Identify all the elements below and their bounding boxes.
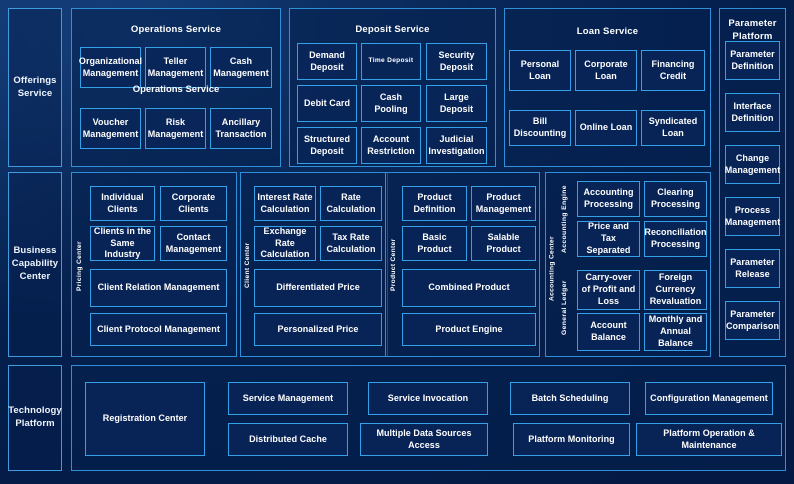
panel-title-parameter-platform-line2: Platform <box>732 31 773 42</box>
panel-title-operations-service: Operations Service <box>130 24 222 35</box>
cell-client-relation-management[interactable]: Client Relation Management <box>90 269 227 307</box>
business-label-line2: Capability <box>11 258 59 270</box>
cell-accounting-processing[interactable]: Accounting Processing <box>577 181 640 217</box>
panel-title-deposit-service: Deposit Service <box>355 24 430 35</box>
cell-clearing-processing[interactable]: Clearing Processing <box>644 181 707 217</box>
cell-debit-card[interactable]: Debit Card <box>297 85 357 122</box>
vlabel-pricing-center: Pricing Center <box>76 241 83 291</box>
cell-demand-deposit[interactable]: Demand Deposit <box>297 43 357 80</box>
cell-platform-monitoring[interactable]: Platform Monitoring <box>513 423 630 456</box>
vlabel-accounting-center: Accounting Center <box>548 236 556 302</box>
cell-basic-product[interactable]: Basic Product <box>402 226 467 261</box>
cell-product-definition[interactable]: Product Definition <box>402 186 467 221</box>
business-label-line1: Business <box>13 245 57 257</box>
cell-product-management[interactable]: Product Management <box>471 186 536 221</box>
row-label-offerings-service: Offerings Service <box>8 8 62 167</box>
panel-title-parameter-platform-line1: Parameter <box>728 18 777 29</box>
cell-foreign-currency-revaluation[interactable]: Foreign Currency Revaluation <box>644 270 707 310</box>
cell-reconciliation-processing[interactable]: Reconciliation Processing <box>644 221 707 257</box>
cell-security-deposit[interactable]: Security Deposit <box>426 43 487 80</box>
cell-combined-product[interactable]: Combined Product <box>402 269 536 307</box>
cell-batch-scheduling[interactable]: Batch Scheduling <box>510 382 630 415</box>
panel-title-loan-service: Loan Service <box>576 26 639 37</box>
offerings-label-line1: Offerings <box>13 74 57 86</box>
cell-product-engine[interactable]: Product Engine <box>402 313 536 346</box>
technology-label-line1: Technology <box>8 405 62 417</box>
business-label-line3: Center <box>19 270 51 282</box>
cell-multiple-data-sources-access[interactable]: Multiple Data Sources Access <box>360 423 488 456</box>
cell-risk-management[interactable]: Risk Management <box>145 108 206 149</box>
cell-online-loan[interactable]: Online Loan <box>575 110 637 146</box>
cell-monthly-and-annual-balance[interactable]: Monthly and Annual Balance <box>644 313 707 351</box>
cell-cash-management[interactable]: Cash Management <box>210 47 272 88</box>
vlabel-product-center: Product Center <box>390 238 397 292</box>
cell-account-balance[interactable]: Account Balance <box>577 313 640 351</box>
cell-carry-over-of-profit-and-loss[interactable]: Carry-over of Profit and Loss <box>577 270 640 310</box>
cell-time-deposit[interactable]: Time Deposit <box>361 43 421 80</box>
cell-change-management[interactable]: Change Management <box>725 145 780 184</box>
cell-interest-rate-calculation[interactable]: Interest Rate Calculation <box>254 186 316 221</box>
cell-interface-definition[interactable]: Interface Definition <box>725 93 780 132</box>
cell-corporate-loan[interactable]: Corporate Loan <box>575 50 637 91</box>
cell-configuration-management[interactable]: Configuration Management <box>645 382 773 415</box>
cell-contact-management[interactable]: Contact Management <box>160 226 227 261</box>
cell-large-deposit[interactable]: Large Deposit <box>426 85 487 122</box>
cell-personalized-price[interactable]: Personalized Price <box>254 313 382 346</box>
cell-platform-operation-and-maintenance[interactable]: Platform Operation & Maintenance <box>636 423 782 456</box>
cell-registration-center[interactable]: Registration Center <box>85 382 205 456</box>
cell-tax-rate-calculation[interactable]: Tax Rate Calculation <box>320 226 382 261</box>
cell-ancillary-transaction[interactable]: Ancillary Transaction <box>210 108 272 149</box>
cell-organizational-management[interactable]: Organizational Management <box>79 47 142 88</box>
row-label-technology-platform: Technology Platform <box>8 365 62 471</box>
panel-title-operations-service-duplicate: Operations Service <box>132 84 220 95</box>
vlabel-general-ledger: General Ledger <box>561 280 568 336</box>
cell-rate-calculation[interactable]: Rate Calculation <box>320 186 382 221</box>
cell-clients-in-the-same-industry[interactable]: Clients in the Same Industry <box>90 226 155 261</box>
cell-syndicated-loan[interactable]: Syndicated Loan <box>641 110 705 146</box>
cell-personal-loan[interactable]: Personal Loan <box>509 50 571 91</box>
cell-differentiated-price[interactable]: Differentiated Price <box>254 269 382 307</box>
vlabel-client-center: Client Center <box>244 242 251 288</box>
cell-process-management[interactable]: Process Management <box>725 197 780 236</box>
cell-service-invocation[interactable]: Service Invocation <box>368 382 488 415</box>
technology-label-line2: Platform <box>15 418 55 429</box>
cell-parameter-release[interactable]: Parameter Release <box>725 249 780 288</box>
cell-client-protocol-management[interactable]: Client Protocol Management <box>90 313 227 346</box>
cell-judicial-investigation[interactable]: Judicial Investigation <box>426 127 487 164</box>
cell-teller-management[interactable]: Teller Management <box>145 47 206 88</box>
cell-cash-pooling[interactable]: Cash Pooling <box>361 85 421 122</box>
vlabel-accounting-engine: Accounting Engine <box>561 185 568 253</box>
cell-distributed-cache[interactable]: Distributed Cache <box>228 423 348 456</box>
cell-individual-clients[interactable]: Individual Clients <box>90 186 155 221</box>
cell-price-and-tax-separated[interactable]: Price and Tax Separated <box>577 221 640 257</box>
row-label-business-capability-center: Business Capability Center <box>8 172 62 357</box>
cell-parameter-definition[interactable]: Parameter Definition <box>725 41 780 80</box>
cell-salable-product[interactable]: Salable Product <box>471 226 536 261</box>
cell-service-management[interactable]: Service Management <box>228 382 348 415</box>
cell-exchange-rate-calculation[interactable]: Exchange Rate Calculation <box>254 226 316 261</box>
cell-structured-deposit[interactable]: Structured Deposit <box>297 127 357 164</box>
cell-voucher-management[interactable]: Voucher Management <box>80 108 141 149</box>
cell-account-restriction[interactable]: Account Restriction <box>361 127 421 164</box>
offerings-label-line2: Service <box>17 87 53 99</box>
cell-financing-credit[interactable]: Financing Credit <box>641 50 705 91</box>
cell-bill-discounting[interactable]: Bill Discounting <box>509 110 571 146</box>
cell-corporate-clients[interactable]: Corporate Clients <box>160 186 227 221</box>
cell-parameter-comparison[interactable]: Parameter Comparison <box>725 301 780 340</box>
